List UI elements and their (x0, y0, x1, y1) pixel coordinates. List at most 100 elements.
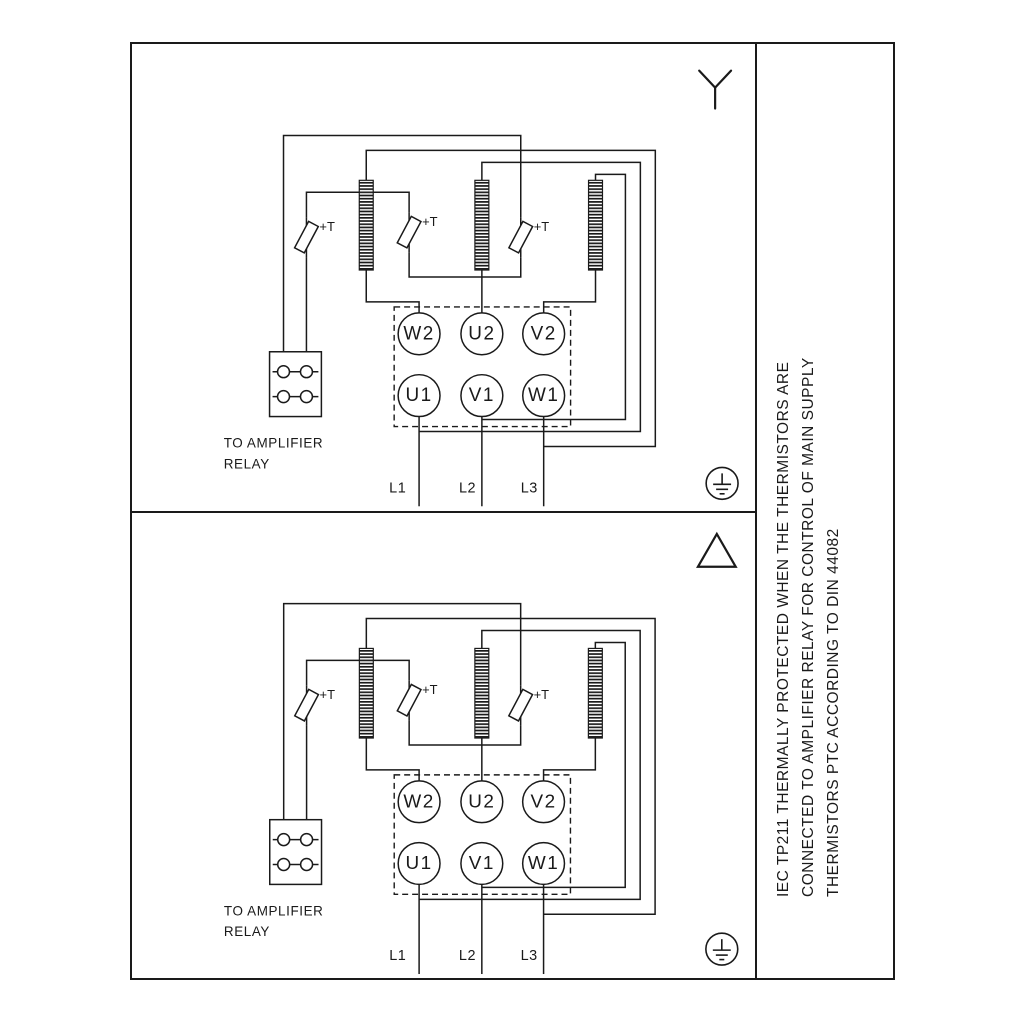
terminal-w2-label: W2 (403, 791, 434, 812)
thermistor-1: +T (293, 217, 335, 258)
delta-connection-icon (696, 531, 738, 568)
relay-connector-pin (299, 857, 314, 872)
winding1-return-wire (365, 617, 656, 916)
terminal-w1 (521, 373, 566, 418)
winding-coil-1 (358, 647, 374, 739)
thermistor-3: +T (507, 217, 550, 258)
winding-coil-2 (474, 647, 490, 739)
terminal-v2 (521, 312, 566, 356)
terminal-w1-label: W1 (528, 385, 559, 406)
thermistor3-body (507, 688, 534, 722)
thermistor-3: +T (507, 685, 550, 726)
terminal-u2-label: U2 (468, 791, 495, 812)
thermistor-return-wire (282, 602, 522, 820)
winding-coil-3 (587, 647, 603, 739)
winding3-return-wire (481, 173, 627, 421)
earth-ground-icon (705, 466, 739, 501)
thermistor-1: +T (293, 685, 336, 726)
diagram-frame: +T +T +T W2 U2 (130, 42, 895, 980)
wiring-delta (282, 602, 656, 975)
terminal-v2-label: V2 (531, 791, 557, 812)
terminal-u2-label: U2 (468, 323, 495, 344)
supply-l2-label: L2 (459, 948, 476, 964)
terminal-u1-label: U1 (405, 385, 432, 406)
relay-caption-line1: TO AMPLIFIER (224, 435, 324, 450)
terminal-board: W2 U2 V2 U1 V1 W1 (393, 306, 572, 428)
terminal-board-outline (393, 306, 572, 428)
note-line-1: IEC TP211 THERMALLY PROTECTED WHEN THE T… (775, 361, 792, 897)
thermistor2-body (396, 215, 422, 249)
thermistor1-body (293, 220, 320, 254)
winding2-return-wire (419, 629, 641, 901)
terminal-v2 (521, 780, 566, 824)
relay-connector-box (268, 351, 323, 418)
terminal-w1-label: W1 (528, 853, 559, 874)
terminal-u2 (460, 780, 504, 824)
terminal-w2 (397, 312, 441, 356)
thermistor1-body (293, 688, 320, 722)
supply-l1-label: L1 (389, 948, 406, 964)
thermistor1-2-link-wire (305, 659, 410, 686)
note-text: IEC TP211 THERMALLY PROTECTED WHEN THE T… (771, 357, 846, 897)
terminal-u2 (460, 312, 504, 356)
relay-connector-pin (299, 832, 314, 847)
relay-connector-pin (276, 364, 291, 379)
terminal-board: W2 U2 V2 U1 V1 W1 (393, 774, 572, 896)
wiring-star (282, 134, 657, 507)
terminal-board-outline (393, 774, 572, 896)
thermistor-2: +T (396, 680, 438, 721)
terminal-v2-label: V2 (531, 323, 557, 344)
relay-connector-pin (276, 857, 291, 872)
earth-ground-icon (705, 932, 739, 966)
thermistor-return-wire (282, 134, 522, 352)
thermistor3-label: +T (534, 219, 550, 234)
terminal-v1 (460, 841, 504, 886)
thermistor1-label: +T (319, 219, 335, 234)
relay-connector (269, 818, 323, 886)
thermistor1-2-link-wire (305, 191, 410, 218)
supply-l2-label: L2 (459, 480, 476, 496)
terminal-w2 (397, 780, 441, 824)
panel-delta: +T +T +T W2 U2 (224, 531, 739, 975)
thermistor2-3-link-wire (408, 252, 522, 278)
relay-connector-box (269, 818, 323, 886)
star-connection-icon (698, 69, 733, 110)
relay-connector (268, 351, 323, 418)
panel-divider (132, 511, 755, 513)
winding-coil-3 (587, 179, 604, 271)
relay-caption-line2: RELAY (224, 456, 270, 471)
terminal-v1-label: V1 (469, 385, 495, 406)
thermistor2-label: +T (422, 682, 438, 697)
supply-l1-label: L1 (389, 480, 406, 496)
note-line-3: THERMISTORS PTC ACCORDING TO DIN 44082 (825, 528, 842, 897)
thermistor2-3-link-wire (408, 720, 522, 746)
motor-windings (358, 179, 604, 271)
relay-connector-pin (276, 389, 291, 404)
thermistor3-label: +T (534, 687, 550, 702)
thermistor2-label: +T (422, 214, 438, 229)
thermistor1-label: +T (320, 687, 336, 702)
winding-coil-2 (474, 179, 490, 271)
terminal-w2-label: W2 (403, 323, 434, 344)
terminal-u1-label: U1 (406, 853, 433, 874)
supply-l3-label: L3 (521, 480, 538, 496)
terminal-u1 (397, 373, 441, 418)
supply-l3-label: L3 (521, 948, 538, 964)
panel-star: +T +T +T W2 U2 (224, 69, 739, 507)
terminal-w1 (521, 841, 566, 886)
thermistor2-body (396, 683, 423, 717)
relay-connector-pin (299, 389, 314, 404)
winding1-return-wire (365, 149, 657, 448)
relay-caption-line2: RELAY (224, 924, 270, 939)
motor-windings (358, 647, 603, 739)
terminal-v1 (460, 373, 504, 418)
terminal-v1-label: V1 (469, 853, 495, 874)
note-line-2: CONNECTED TO AMPLIFIER RELAY FOR CONTROL… (800, 357, 817, 897)
winding3-return-wire (481, 641, 626, 889)
relay-connector-pin (276, 832, 291, 847)
thermistor3-body (507, 220, 534, 254)
winding-coil-1 (358, 179, 374, 271)
winding2-return-wire (419, 161, 642, 433)
terminal-u1 (397, 841, 441, 886)
